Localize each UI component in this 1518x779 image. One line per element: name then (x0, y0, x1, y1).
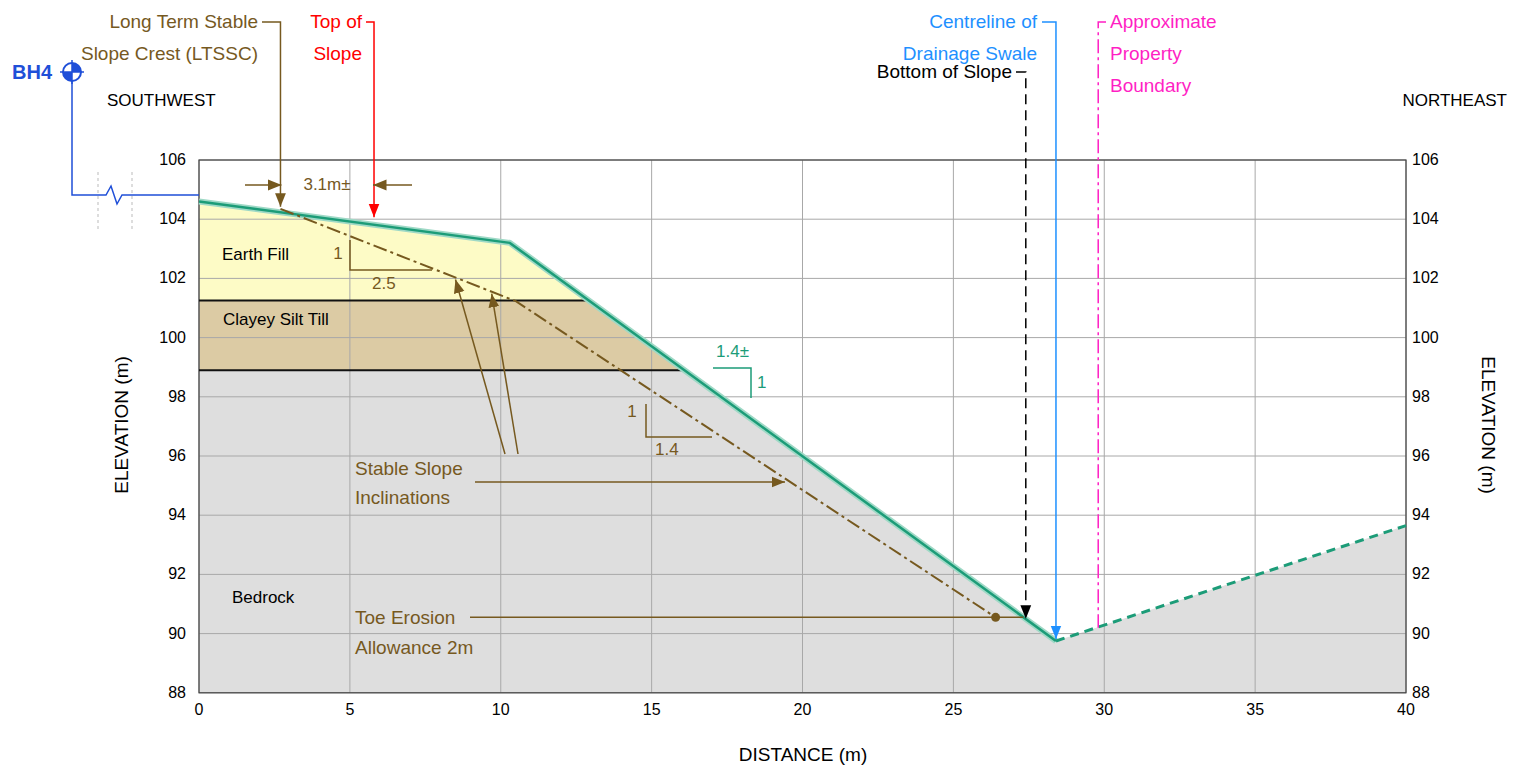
tick-label: 30 (1095, 700, 1113, 720)
grid-line (199, 633, 1406, 634)
tick-label: 98 (168, 387, 186, 407)
dimension-arrow (245, 184, 281, 186)
tick-label: 92 (168, 564, 186, 584)
ground-surface-dashed (1056, 526, 1406, 641)
grid-line (651, 160, 652, 693)
slope-ratio-label: 1.4 (655, 439, 679, 461)
callout-label: Stable Slope Inclinations (355, 454, 525, 512)
layer-label: Bedrock (232, 587, 294, 609)
tick-label: 35 (1246, 700, 1264, 720)
grid-line (199, 574, 1406, 575)
direction-label: NORTHEAST (1402, 90, 1507, 112)
tick-label: 5 (345, 700, 354, 720)
axis-title: ELEVATION (m) (110, 356, 134, 494)
grid-line (199, 396, 1406, 397)
tick-label: 104 (159, 209, 186, 229)
tick-label: 88 (1412, 683, 1430, 703)
property-boundary-line (1098, 22, 1106, 628)
callout-label: Toe Erosion Allowance 2m (355, 603, 505, 663)
grid-line (199, 219, 1406, 220)
grid (199, 160, 1406, 693)
tick-label: 94 (168, 505, 186, 525)
grid-line (1255, 160, 1256, 693)
break-mark (132, 172, 133, 232)
borehole-symbol (60, 60, 199, 232)
callout-leader (492, 294, 518, 454)
tick-label: 88 (168, 683, 186, 703)
stable-slope-line (280, 209, 995, 617)
axis-title: ELEVATION (m) (1476, 356, 1500, 494)
slope-ratio-label: 1 (757, 372, 766, 394)
slope-ratio-label: 2.5 (372, 273, 396, 295)
tick-label: 20 (794, 700, 812, 720)
layer-label: Earth Fill (222, 244, 289, 266)
callout-label: Long Term Stable Slope Crest (LTSSC) (68, 6, 258, 70)
callout-label: Approximate Property Boundary (1110, 6, 1228, 102)
layer-boundary (199, 300, 589, 302)
swale-centreline (1042, 22, 1056, 639)
tick-label: 90 (168, 624, 186, 644)
top-of-slope-leader (366, 22, 374, 217)
tick-label: 90 (1412, 624, 1430, 644)
tick-label: 98 (1412, 387, 1430, 407)
slope-ratio-symbol (646, 404, 712, 437)
callout-label: Top of Slope (290, 6, 362, 70)
tick-label: 100 (159, 328, 186, 348)
earth-fill-layer (199, 201, 589, 300)
layer-label: Clayey Silt Till (223, 309, 329, 331)
slope-ratio-symbol (350, 240, 432, 270)
bottom-of-slope-line (1016, 72, 1026, 619)
tick-label: 100 (1412, 328, 1439, 348)
borehole-cross (60, 60, 84, 84)
grid-line (1104, 160, 1105, 693)
tick-label: 25 (944, 700, 962, 720)
callout-leader (455, 280, 505, 454)
dimension-label: 3.1m± (303, 174, 350, 196)
grid-line (349, 160, 350, 693)
ground-surface-halo (199, 201, 1056, 641)
toe-leader (470, 617, 1023, 619)
callout-label: Centreline of Drainage Swale (887, 6, 1037, 70)
dimension-arrow (373, 184, 412, 186)
layer-boundary (199, 369, 685, 371)
slope-ratio-label: 1.4± (716, 341, 749, 363)
grid-line (953, 160, 954, 693)
callout-label: Bottom of Slope (877, 60, 1012, 84)
tick-label: 10 (492, 700, 510, 720)
tick-label: 96 (1412, 446, 1430, 466)
ltssc-leader (262, 22, 280, 207)
grid-line (199, 337, 1406, 338)
tick-label: 106 (159, 150, 186, 170)
grid-line (199, 515, 1406, 516)
plot-frame (199, 160, 1406, 693)
ground-surface (199, 201, 1056, 641)
tick-label: 40 (1397, 700, 1415, 720)
tick-label: 106 (1412, 150, 1439, 170)
callout-leader (475, 481, 785, 483)
borehole-label: BH4 (12, 60, 52, 84)
tick-label: 96 (168, 446, 186, 466)
till-layer (199, 301, 685, 371)
tick-label: 102 (1412, 268, 1439, 288)
grid-line (802, 160, 803, 693)
break-mark (98, 172, 99, 232)
axis-title: DISTANCE (m) (739, 743, 867, 767)
tick-label: 102 (159, 268, 186, 288)
tick-label: 0 (195, 700, 204, 720)
direction-label: SOUTHWEST (107, 90, 216, 112)
slope-ratio-symbol (713, 368, 751, 398)
tick-label: 92 (1412, 564, 1430, 584)
slope-ratio-label: 1 (333, 243, 342, 265)
slope-ratio-label: 1 (627, 401, 636, 423)
tick-label: 15 (643, 700, 661, 720)
tick-label: 94 (1412, 505, 1430, 525)
tick-label: 104 (1412, 209, 1439, 229)
